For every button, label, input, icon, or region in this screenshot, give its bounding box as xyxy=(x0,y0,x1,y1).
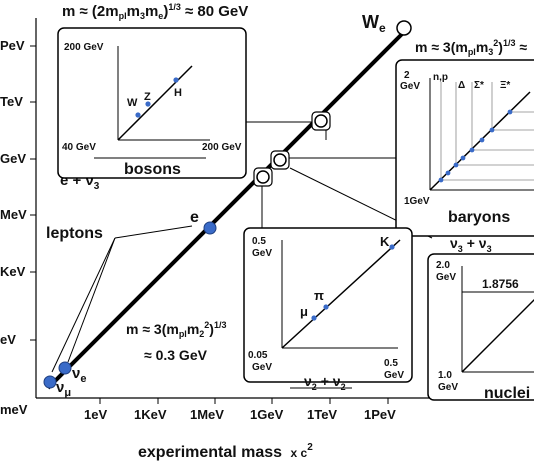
x-tick-1ev: 1eV xyxy=(84,407,107,422)
formula-right: m ≈ 3(mplm32)1/3 ≈ xyxy=(415,38,527,57)
x-axis-ticks xyxy=(99,398,389,404)
svg-text:GeV: GeV xyxy=(436,272,456,283)
y-axis-ticks xyxy=(30,45,36,341)
svg-text:n,p: n,p xyxy=(433,72,448,83)
svg-text:GeV: GeV xyxy=(400,81,420,92)
leptons-label: leptons xyxy=(46,225,103,242)
y-tick-tev: TeV xyxy=(0,94,23,109)
baryons-title: baryons xyxy=(448,209,510,226)
mesons-inset: 0.5 GeV 0.05 GeV 0.5 GeV π μ K ν2 + ν2 xyxy=(243,227,413,392)
svg-text:Δ: Δ xyxy=(458,80,465,91)
y-tick-pev: PeV xyxy=(0,38,25,53)
we-label: We xyxy=(362,12,386,35)
svg-text:2: 2 xyxy=(404,70,410,81)
baryons-caption: ν3 + ν3 xyxy=(450,235,492,254)
y-tick-gev: GeV xyxy=(0,151,26,166)
svg-text:H: H xyxy=(174,87,182,99)
svg-text:2.0: 2.0 xyxy=(436,260,450,271)
electron-label: e xyxy=(190,209,199,226)
svg-text:GeV: GeV xyxy=(252,248,272,259)
y-tick-mev-low: meV xyxy=(0,402,28,417)
boson-z-dot xyxy=(145,101,151,107)
svg-text:GeV: GeV xyxy=(438,382,458,393)
svg-text:1GeV: 1GeV xyxy=(404,196,430,207)
nu-e-label: νe xyxy=(72,365,86,385)
boson-h-dot xyxy=(173,77,179,83)
nu-e-dot xyxy=(58,361,72,375)
formula-center: m ≈ 3(mplm22)1/3 xyxy=(126,320,226,339)
inset-markers xyxy=(253,111,331,187)
x-axis-title: experimental mass x c2 xyxy=(138,442,313,461)
we-marker xyxy=(396,20,412,36)
svg-text:μ: μ xyxy=(300,304,308,319)
svg-text:0.05: 0.05 xyxy=(248,350,268,361)
svg-text:Ξ*: Ξ* xyxy=(500,80,510,91)
x-tick-1gev: 1GeV xyxy=(250,407,284,422)
nu-mu-dot xyxy=(43,375,57,389)
svg-text:π: π xyxy=(314,288,324,303)
mesons-caption: ν2 + ν2 xyxy=(304,373,346,392)
svg-text:K: K xyxy=(380,234,390,249)
svg-text:0.5: 0.5 xyxy=(384,358,398,369)
svg-text:40 GeV: 40 GeV xyxy=(62,142,96,153)
svg-text:1.0: 1.0 xyxy=(438,370,452,381)
main-diagonal xyxy=(46,26,410,390)
formula-top-left: m ≈ (2mplm3me)1/3 ≈ 80 GeV xyxy=(62,2,248,21)
nuclei-value: 1.8756 xyxy=(482,277,519,291)
svg-text:0.5: 0.5 xyxy=(252,236,266,247)
y-tick-kev: KeV xyxy=(0,264,26,279)
x-tick-1tev: 1TeV xyxy=(307,407,337,422)
bosons-title: bosons xyxy=(124,161,181,178)
svg-text:Σ*: Σ* xyxy=(474,80,484,91)
y-tick-ev: eV xyxy=(0,332,16,347)
svg-text:GeV: GeV xyxy=(252,362,272,373)
y-tick-mev: MeV xyxy=(0,207,27,222)
svg-text:Z: Z xyxy=(144,91,151,103)
svg-text:200 GeV: 200 GeV xyxy=(202,142,242,153)
nuclei-title: nuclei xyxy=(484,385,530,402)
meson-mu-dot xyxy=(311,315,317,321)
meson-k-dot xyxy=(389,244,395,250)
baryons-inset: 2 GeV 1GeV n,p Δ Σ* Ξ* baryons ν3 + ν3 xyxy=(395,59,534,254)
svg-text:W: W xyxy=(127,97,138,109)
formula-center-line2: ≈ 0.3 GeV xyxy=(144,347,208,363)
nu-mu-label: νμ xyxy=(56,379,71,399)
svg-text:200 GeV: 200 GeV xyxy=(64,42,104,53)
x-tick-1mev: 1MeV xyxy=(190,407,224,422)
meson-pi-dot xyxy=(323,304,329,310)
nuclei-inset: 2.0 GeV 1.0 GeV 1.8756 nuclei xyxy=(427,253,534,402)
svg-text:GeV: GeV xyxy=(384,370,404,381)
bosons-inset: 200 GeV 40 GeV 200 GeV W Z H bosons xyxy=(57,27,247,179)
boson-w-dot xyxy=(135,112,141,118)
x-tick-1kev: 1KeV xyxy=(134,407,167,422)
electron-dot xyxy=(203,221,217,235)
x-tick-1pev: 1PeV xyxy=(364,407,396,422)
